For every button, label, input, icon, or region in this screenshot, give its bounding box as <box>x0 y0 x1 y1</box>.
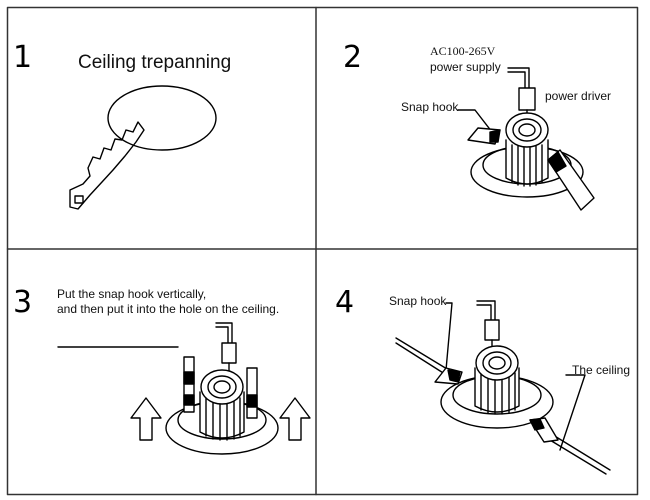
step-number: 3 <box>13 285 33 320</box>
snap-hook-icon <box>434 367 463 385</box>
ceiling-line <box>395 337 453 373</box>
panel-3-drawing <box>57 322 311 455</box>
instruction-line: and then put it into the hole on the cei… <box>57 302 280 316</box>
wire-connector-icon <box>221 342 237 373</box>
downlight-icon <box>165 369 279 455</box>
panel-grid-border <box>6 6 639 496</box>
step-number: 1 <box>13 40 33 75</box>
panel-title: Ceiling trepanning <box>78 52 232 73</box>
panel-4-drawing <box>395 300 611 475</box>
supply-label: power supply <box>430 60 501 74</box>
instruction-line: Put the snap hook vertically, <box>57 287 207 301</box>
power-cable <box>476 300 496 321</box>
snap-hook-label: Snap hook <box>401 100 459 114</box>
snap-hook-icon <box>467 127 501 145</box>
step-number: 2 <box>343 40 363 75</box>
snap-hook-leader <box>457 109 493 133</box>
power-cable <box>507 67 530 89</box>
snap-hook-icon <box>246 367 258 419</box>
downlight-icon <box>470 112 584 198</box>
ceiling-hole-outline <box>107 85 217 151</box>
snap-hook-leader <box>445 302 453 371</box>
downlight-icon <box>440 345 554 429</box>
snap-hook-label: Snap hook <box>389 294 447 308</box>
driver-label: power driver <box>545 89 612 103</box>
panel-1-drawing <box>69 85 217 210</box>
snap-hook-icon <box>529 417 559 443</box>
arrow-up-icon <box>279 397 311 441</box>
ceiling-label: The ceiling <box>572 363 631 377</box>
supply-voltage-label: AC100-265V <box>430 44 496 58</box>
ceiling-leader <box>559 374 586 451</box>
arrow-up-icon <box>130 397 162 441</box>
saw-icon <box>69 121 145 210</box>
snap-hook-icon <box>183 356 195 413</box>
panel-2-drawing <box>457 67 595 211</box>
step-number: 4 <box>335 285 355 320</box>
snap-hook-icon <box>547 149 595 211</box>
power-cable <box>215 322 233 344</box>
